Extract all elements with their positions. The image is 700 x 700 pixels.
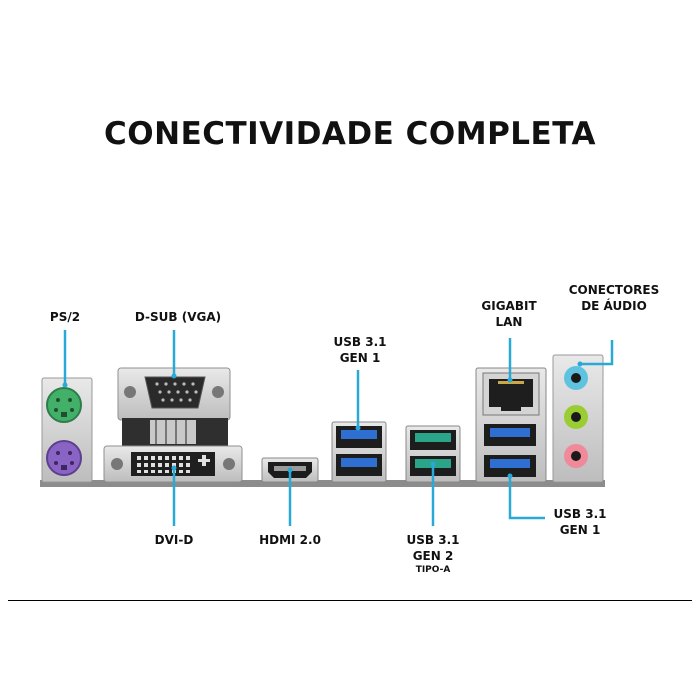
label-dsub-vga: D-SUB (VGA) bbox=[134, 310, 222, 324]
label-dvi-d: DVI-D bbox=[154, 533, 194, 547]
lan-usb-stack-icon bbox=[475, 367, 547, 483]
vga-dvi-bracket bbox=[122, 418, 228, 446]
page-title: CONECTIVIDADE COMPLETA bbox=[104, 116, 596, 152]
audio-jacks-icon bbox=[552, 354, 604, 483]
label-hdmi: HDMI 2.0 bbox=[259, 533, 321, 547]
callout-lines bbox=[62, 330, 614, 526]
bottom-divider bbox=[8, 600, 692, 601]
label-usb31-gen2: USB 3.1 GEN 2 TIPO-A bbox=[407, 532, 460, 577]
label-gigabit-lan: GIGABIT LAN bbox=[481, 298, 536, 330]
label-usb31-gen1-bottom-line1: USB 3.1 bbox=[553, 507, 607, 521]
label-gigabit-line2: LAN bbox=[495, 315, 523, 329]
callout-usb-gen1-bottom bbox=[508, 476, 545, 520]
usb31-gen1-stack-icon bbox=[331, 421, 387, 483]
label-usb31-gen2-line3: TIPO-A bbox=[415, 565, 451, 575]
label-usb31-gen1-top-line1: USB 3.1 bbox=[333, 335, 387, 349]
ps2-port-icon bbox=[41, 377, 93, 483]
label-usb31-gen1-top-line2: GEN 1 bbox=[339, 351, 381, 365]
label-ps2: PS/2 bbox=[49, 310, 81, 324]
board-edge bbox=[40, 480, 605, 487]
label-usb31-gen1-bottom-line2: GEN 1 bbox=[559, 523, 601, 537]
label-audio-connectors: CONECTORES DE ÁUDIO bbox=[569, 282, 660, 314]
callout-audio bbox=[580, 340, 614, 366]
usb31-gen2-stack-icon bbox=[405, 425, 461, 483]
label-audio-line2: DE ÁUDIO bbox=[581, 299, 647, 313]
label-usb31-gen2-line1: USB 3.1 bbox=[406, 533, 460, 547]
label-audio-line1: CONECTORES bbox=[568, 283, 660, 297]
label-usb31-gen2-line2: GEN 2 bbox=[412, 549, 454, 563]
label-usb31-gen1-bottom: USB 3.1 GEN 1 bbox=[554, 506, 607, 538]
label-gigabit-line1: GIGABIT bbox=[481, 299, 537, 313]
label-usb31-gen1-top: USB 3.1 GEN 1 bbox=[334, 334, 387, 366]
